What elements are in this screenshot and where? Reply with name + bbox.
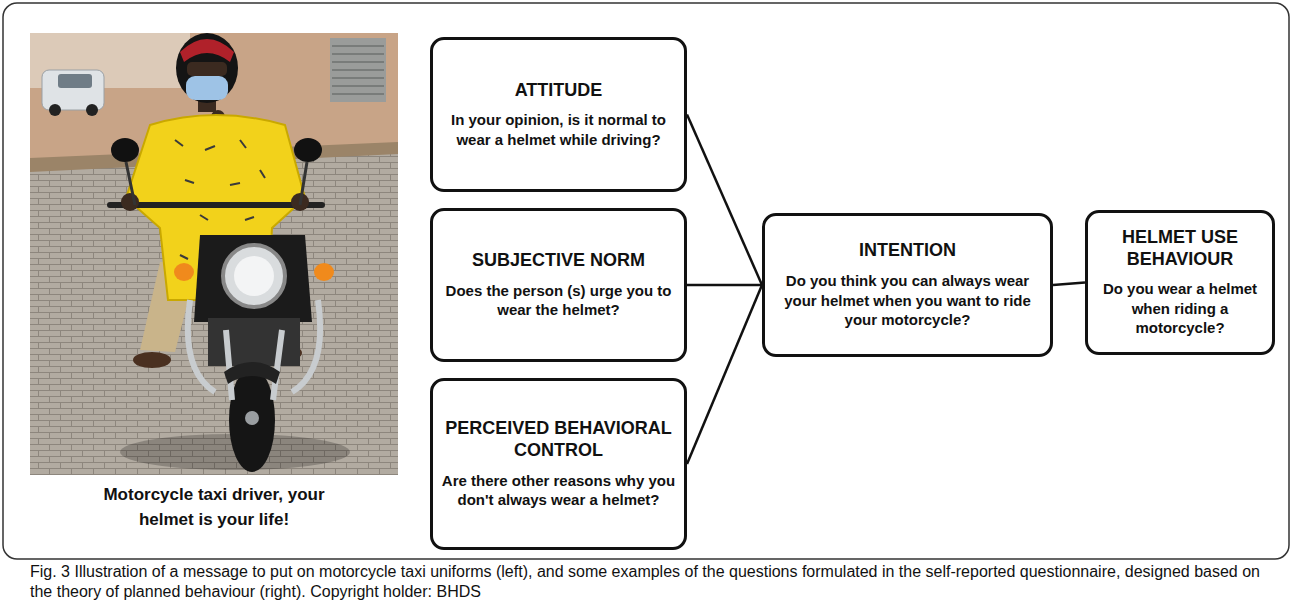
car (42, 70, 104, 110)
shutter-slats (332, 46, 384, 94)
box-heading: HELMET USE BEHAVIOUR (1096, 227, 1264, 270)
process-box: PERCEIVED BEHAVIORAL CONTROL Are there ot… (430, 378, 687, 550)
process-box: HELMET USE BEHAVIOUR Do you wear a helmet… (1085, 210, 1275, 355)
process-box: INTENTION Do you think you can always wea… (762, 213, 1053, 357)
process-box: SUBJECTIVE NORM Does the person (s) urge … (430, 208, 687, 362)
box-text: Are there other reasons why you don't al… (441, 471, 676, 510)
mirror (111, 138, 139, 162)
face (187, 62, 227, 76)
connector-line (687, 285, 762, 464)
connector-line (1053, 283, 1085, 286)
mask (186, 76, 228, 100)
car-window (58, 74, 92, 88)
headlight (223, 245, 285, 307)
helmet (176, 33, 238, 103)
box-heading: ATTITUDE (515, 80, 603, 102)
wall (30, 33, 398, 475)
figure-caption: Fig. 3 Illustration of a message to put … (30, 562, 1270, 602)
figure-frame (3, 3, 1289, 559)
box-heading: INTENTION (859, 240, 956, 262)
foot (133, 352, 171, 368)
box-text: Do you wear a helmet when riding a motor… (1096, 279, 1264, 338)
headlight-lens (234, 256, 274, 296)
fairing (194, 235, 312, 322)
car-wheel (49, 104, 61, 116)
box-heading: SUBJECTIVE NORM (472, 250, 645, 272)
turn-signal (314, 263, 334, 281)
box-heading: PERCEIVED BEHAVIORAL CONTROL (441, 418, 676, 461)
hub (245, 411, 259, 425)
handlebar (110, 202, 322, 208)
hand (121, 193, 139, 211)
engine (208, 318, 300, 366)
box-text: In your opinion, is it normal to wear a … (441, 110, 676, 149)
photo-slogan: Motorcycle taxi driver, your helmet is y… (94, 483, 334, 532)
connector-line (687, 115, 762, 286)
car-wheel (86, 104, 98, 116)
process-box: ATTITUDE In your opinion, is it normal to… (430, 37, 687, 192)
shutter (330, 38, 386, 102)
box-text: Do you think you can always wear your he… (773, 271, 1042, 330)
wheel (229, 368, 275, 472)
turn-signal (174, 263, 194, 281)
mirror (294, 138, 322, 162)
connector-line (687, 284, 762, 287)
helmet-stripe (180, 39, 234, 62)
box-text: Does the person (s) urge you to wear the… (441, 281, 676, 320)
mirror-stem (126, 162, 307, 205)
photo (30, 33, 398, 475)
fender (224, 362, 280, 384)
